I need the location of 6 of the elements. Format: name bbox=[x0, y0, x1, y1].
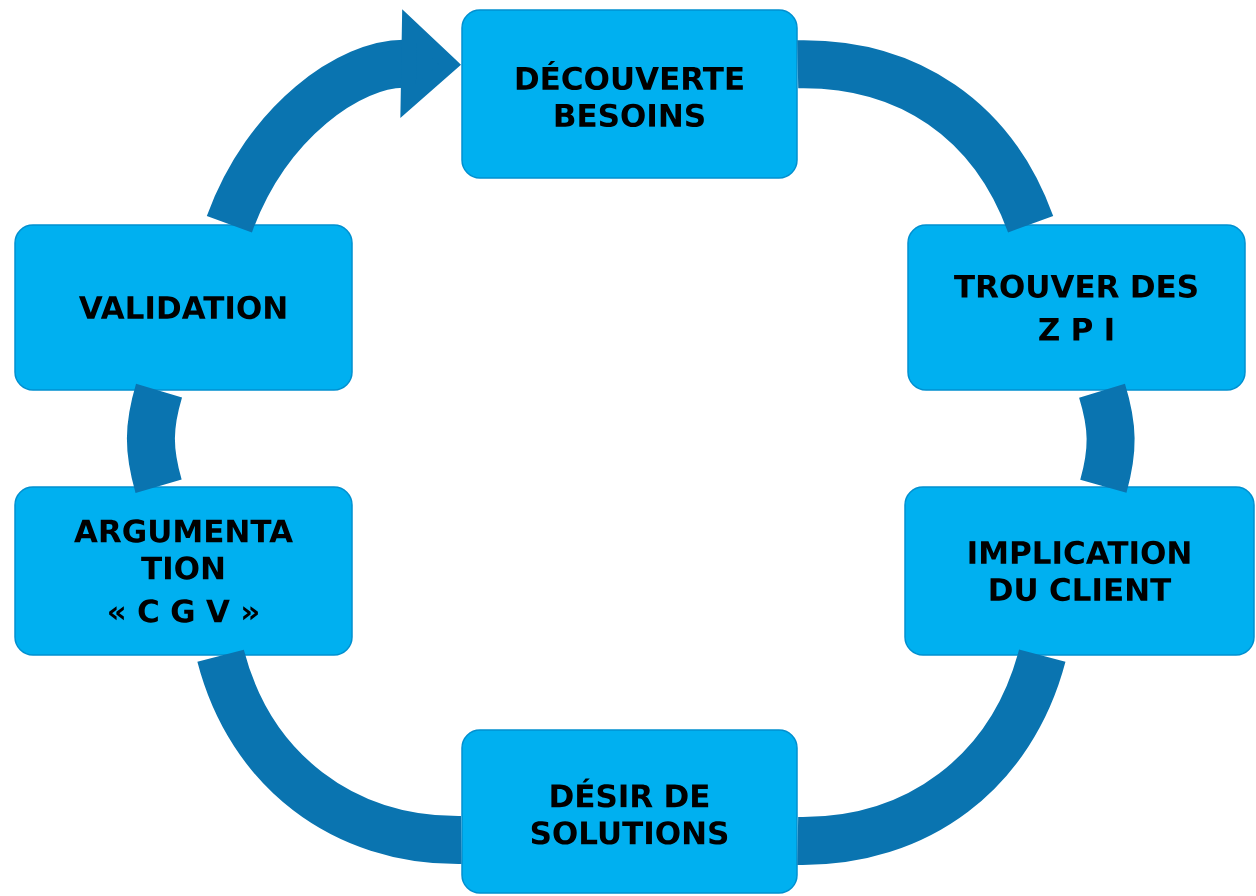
process-box: ARGUMENTA TION « C G V » bbox=[14, 486, 353, 656]
process-box: IMPLICATION DU CLIENT bbox=[904, 486, 1255, 656]
process-box: VALIDATION bbox=[14, 224, 353, 391]
process-box: TROUVER DES Z P I bbox=[907, 224, 1246, 391]
process-box: DÉSIR DE SOLUTIONS bbox=[461, 729, 798, 894]
process-box: DÉCOUVERTE BESOINS bbox=[461, 9, 798, 179]
